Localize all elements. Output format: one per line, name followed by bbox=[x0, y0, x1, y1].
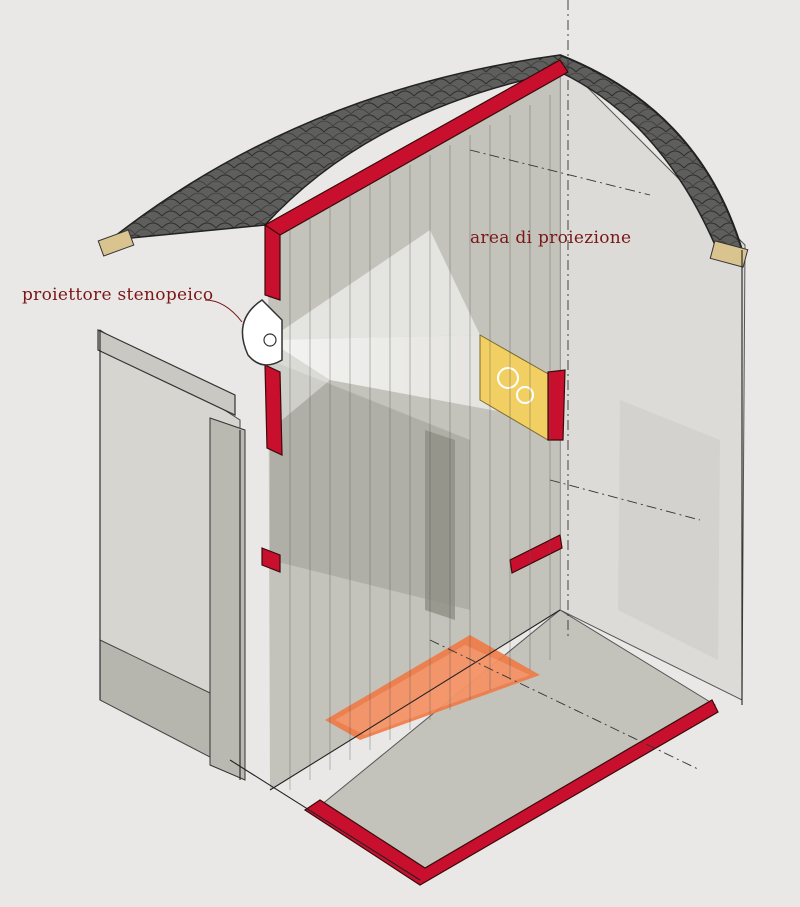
ink-outlines bbox=[99, 250, 743, 881]
section-cut bbox=[261, 59, 719, 886]
interior-walls bbox=[268, 75, 560, 790]
projector-label: proiettore stenopeico bbox=[22, 285, 214, 305]
axis-lines bbox=[429, 0, 701, 771]
projection-area-label: area di proiezione bbox=[470, 228, 632, 248]
projector-leader-line bbox=[204, 299, 243, 323]
vaulted-roof bbox=[97, 54, 749, 268]
back-wall bbox=[559, 58, 746, 701]
construction-lines bbox=[289, 95, 551, 790]
light-beam bbox=[268, 230, 545, 430]
left-wall bbox=[97, 329, 246, 781]
floor bbox=[314, 609, 716, 881]
pinhole-projector-icon bbox=[241, 299, 283, 366]
